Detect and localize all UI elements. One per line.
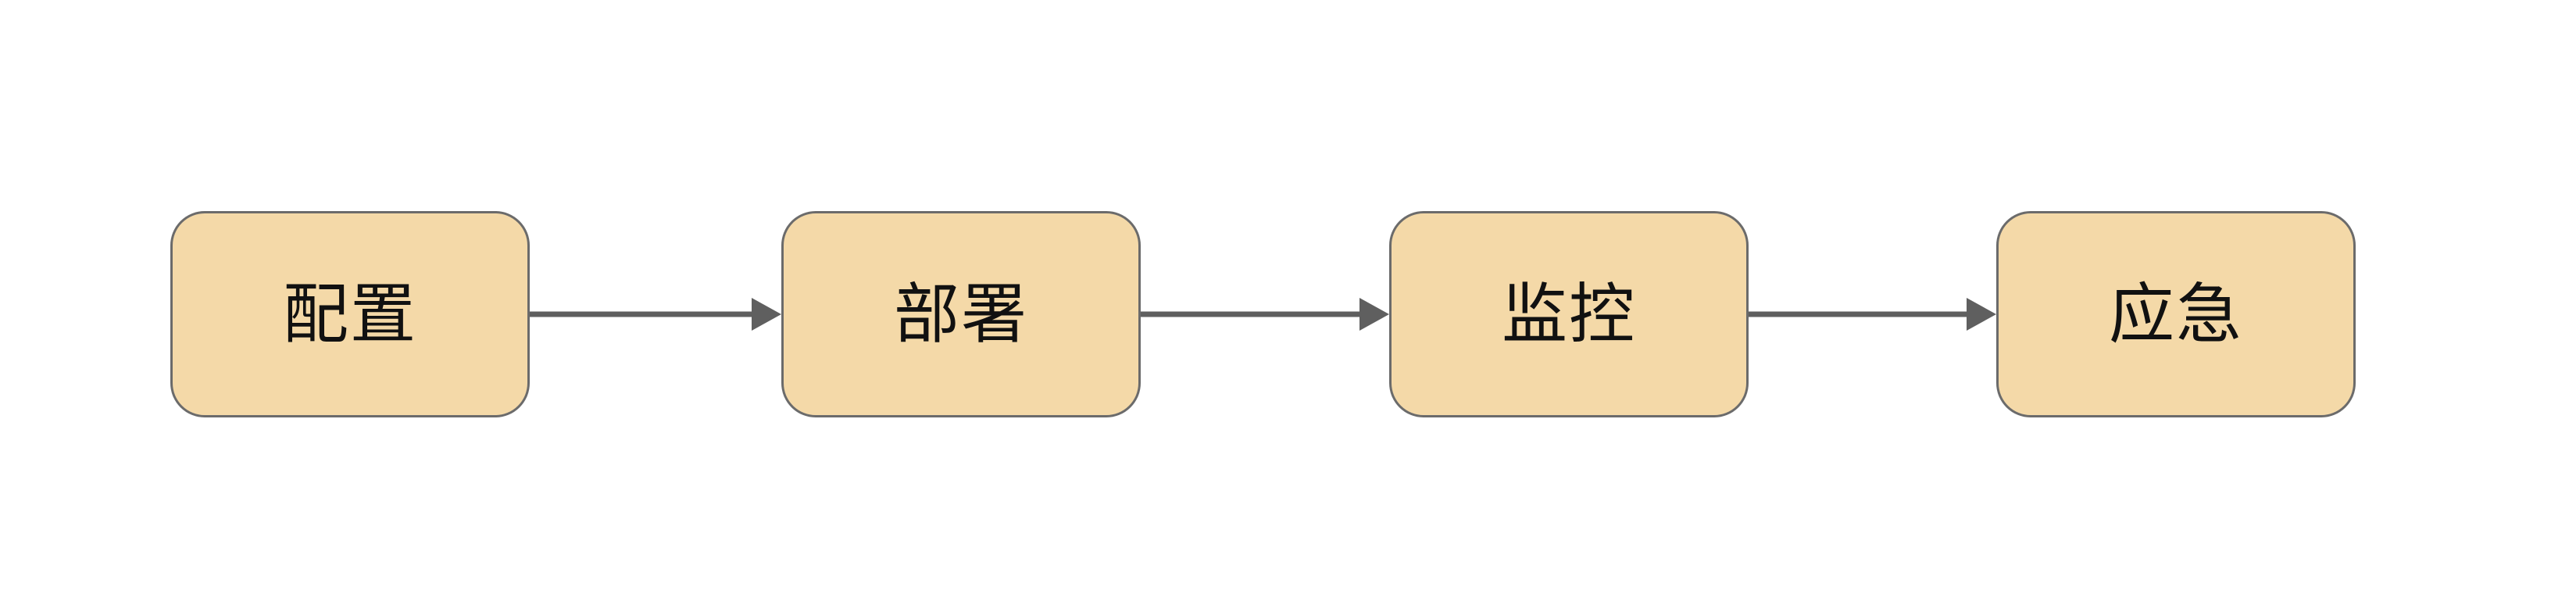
step-label-config: 配置 bbox=[282, 276, 417, 353]
arrow-3-to-4 bbox=[1749, 298, 1996, 331]
arrow-1-head bbox=[752, 298, 781, 331]
arrow-3-head bbox=[1967, 298, 1996, 331]
arrow-2-to-3 bbox=[1141, 298, 1389, 331]
arrow-1-to-2 bbox=[530, 298, 781, 331]
step-box-emergency: 应急 bbox=[1996, 211, 2356, 417]
step-box-monitor: 监控 bbox=[1389, 211, 1749, 417]
step-label-deploy: 部署 bbox=[893, 276, 1028, 353]
step-label-monitor: 监控 bbox=[1501, 276, 1636, 353]
step-label-emergency: 应急 bbox=[2108, 276, 2243, 353]
step-box-deploy: 部署 bbox=[781, 211, 1141, 417]
step-box-config: 配置 bbox=[170, 211, 530, 417]
arrow-2-head bbox=[1359, 298, 1389, 331]
